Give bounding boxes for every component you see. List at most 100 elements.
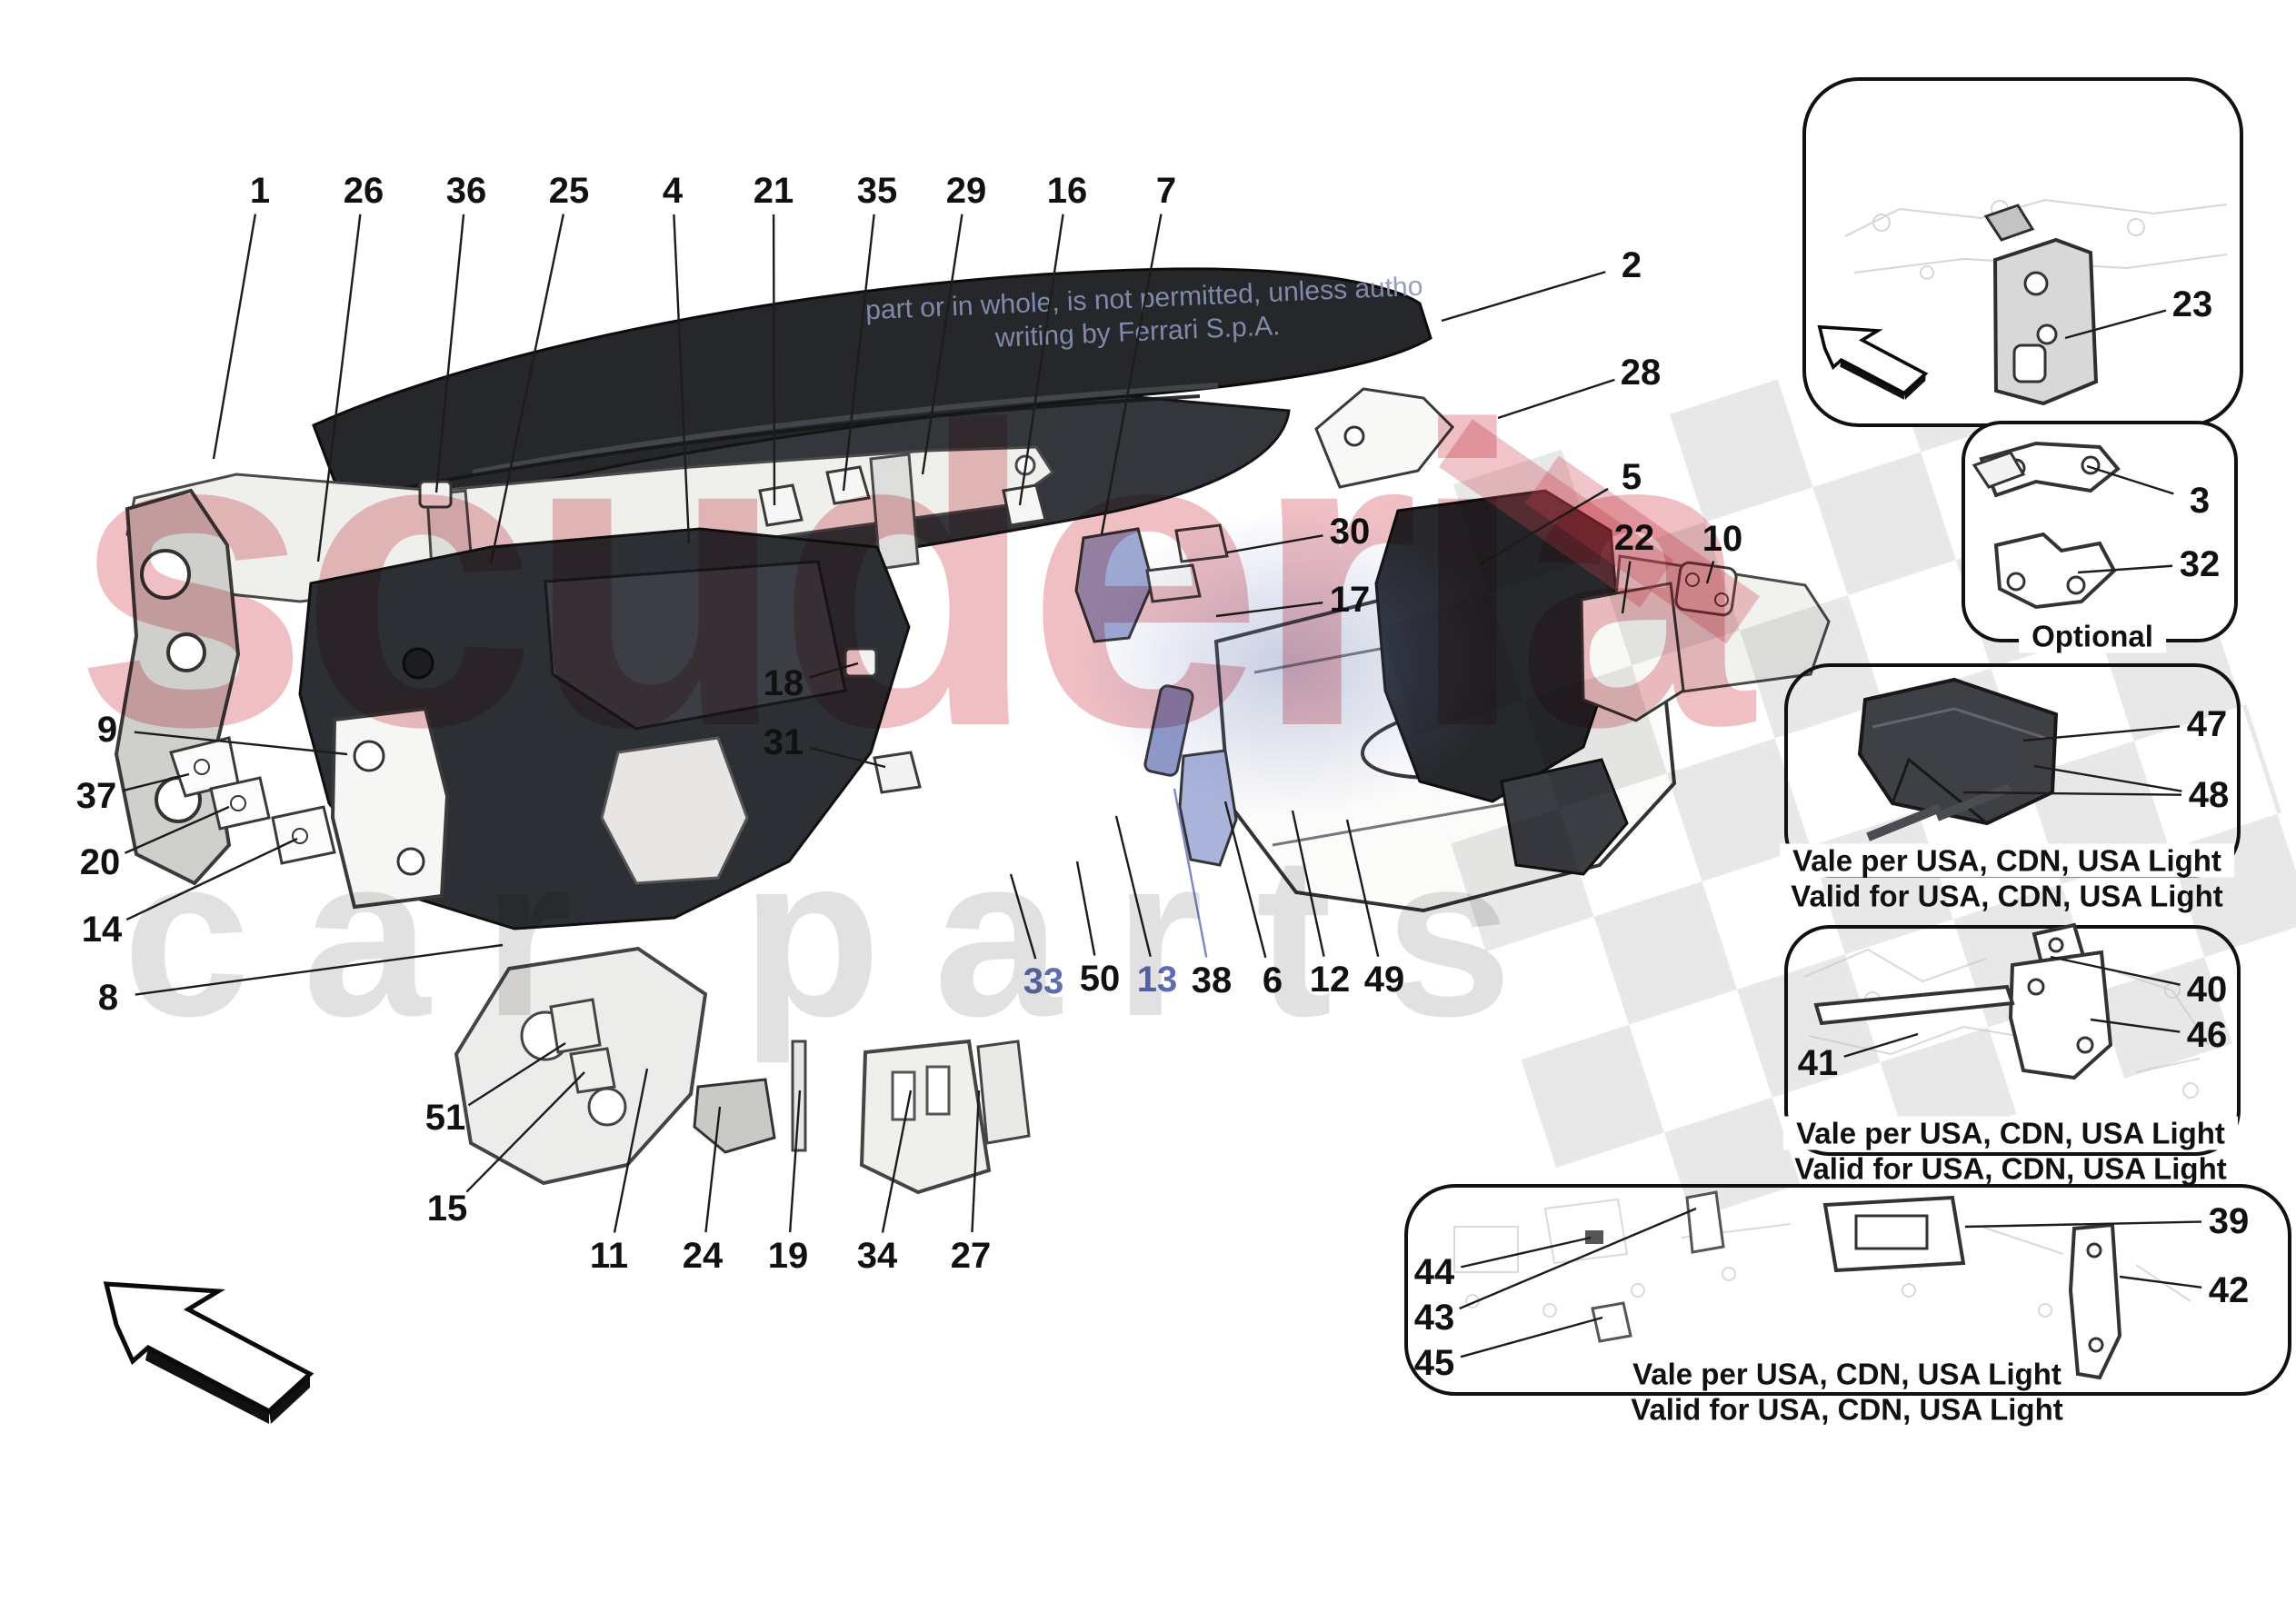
leader-line-40 xyxy=(2050,955,2181,986)
callout-36: 36 xyxy=(445,171,487,211)
leader-line-32 xyxy=(2077,564,2173,574)
leader-line-19 xyxy=(788,1090,802,1233)
part-43 xyxy=(1685,1190,1725,1254)
callout-34: 34 xyxy=(856,1236,898,1276)
leader-line-17 xyxy=(1215,601,1323,618)
leader-line-26 xyxy=(316,214,362,562)
leader-line-38 xyxy=(1173,788,1208,958)
callout-4: 4 xyxy=(662,171,684,211)
inset-box-usa-3 xyxy=(1404,1184,2291,1396)
callout-49: 49 xyxy=(1363,960,1405,1000)
leader-line-27 xyxy=(971,1090,981,1233)
callout-1: 1 xyxy=(249,171,271,211)
callout-43: 43 xyxy=(1413,1298,1455,1338)
leader-line-50 xyxy=(1075,861,1096,956)
callout-14: 14 xyxy=(81,910,123,950)
leader-line-31 xyxy=(809,746,886,769)
leader-line-47 xyxy=(2022,725,2181,742)
leader-line-14 xyxy=(125,837,298,921)
leader-line-44 xyxy=(1461,1236,1592,1269)
callout-28: 28 xyxy=(1620,353,1662,393)
callout-19: 19 xyxy=(767,1236,809,1276)
callout-47: 47 xyxy=(2186,704,2228,744)
callout-39: 39 xyxy=(2208,1201,2250,1241)
callout-11: 11 xyxy=(589,1236,629,1276)
inset-caption-1: Vale per USA, CDN, USA Light xyxy=(1780,843,2234,878)
leader-line-39 xyxy=(1964,1220,2202,1229)
inset-caption-4: Valid for USA, CDN, USA Light xyxy=(1794,1151,2227,1186)
callout-46: 46 xyxy=(2186,1015,2228,1055)
callout-5: 5 xyxy=(1621,457,1642,497)
leader-line-1 xyxy=(212,214,257,460)
leader-line-24 xyxy=(704,1106,722,1233)
callout-17: 17 xyxy=(1329,580,1371,620)
callout-18: 18 xyxy=(763,663,804,703)
leader-line-42 xyxy=(2119,1275,2202,1289)
leader-line-35 xyxy=(842,214,875,492)
leader-line-28 xyxy=(1497,378,1615,420)
callout-45: 45 xyxy=(1413,1343,1455,1383)
leader-line-46 xyxy=(2090,1018,2181,1033)
callout-13: 13 xyxy=(1136,960,1178,1000)
leader-line-30 xyxy=(1226,534,1323,554)
part-42 xyxy=(2068,1222,2122,1380)
callout-37: 37 xyxy=(75,776,117,816)
callout-30: 30 xyxy=(1329,512,1371,552)
inset-caption-3: Vale per USA, CDN, USA Light xyxy=(1783,1116,2238,1150)
leader-line-43 xyxy=(1459,1207,1697,1310)
callout-20: 20 xyxy=(79,842,121,882)
callout-22: 22 xyxy=(1613,518,1655,558)
inset-caption-6: Valid for USA, CDN, USA Light xyxy=(1631,1392,2063,1427)
leader-line-4 xyxy=(673,214,691,544)
leader-line-22 xyxy=(1621,561,1632,614)
callout-26: 26 xyxy=(343,171,384,211)
part-48 xyxy=(1866,803,1942,841)
inset-caption-0: Optional xyxy=(2019,619,2166,653)
leader-line-45 xyxy=(1460,1316,1603,1358)
callout-16: 16 xyxy=(1046,171,1088,211)
direction-arrow xyxy=(103,1281,314,1424)
leader-line-48 xyxy=(2033,764,2182,792)
callout-42: 42 xyxy=(2208,1270,2250,1310)
leader-line-10 xyxy=(1705,561,1715,584)
leader-line-12 xyxy=(1291,810,1325,957)
callout-8: 8 xyxy=(97,978,119,1018)
callout-33: 33 xyxy=(1023,961,1064,1001)
callout-40: 40 xyxy=(2186,970,2228,1010)
callout-7: 7 xyxy=(1155,171,1177,211)
callout-24: 24 xyxy=(682,1236,724,1276)
callout-10: 10 xyxy=(1702,519,1743,559)
callout-32: 32 xyxy=(2179,544,2221,584)
callout-38: 38 xyxy=(1191,960,1233,1000)
leader-line-2 xyxy=(1441,271,1606,323)
blue-tint-watermark xyxy=(1073,509,1509,818)
leader-line-41 xyxy=(1843,1032,1919,1058)
leader-line-6 xyxy=(1223,801,1267,959)
callout-50: 50 xyxy=(1079,959,1121,999)
callout-51: 51 xyxy=(424,1098,466,1138)
inset-caption-5: Vale per USA, CDN, USA Light xyxy=(1620,1357,2074,1391)
leader-line-3 xyxy=(2086,464,2174,495)
leader-line-15 xyxy=(465,1071,585,1193)
leader-line-48 xyxy=(1962,791,2182,796)
callout-3: 3 xyxy=(2189,481,2211,521)
callout-41: 41 xyxy=(1797,1043,1839,1083)
inset-caption-2: Valid for USA, CDN, USA Light xyxy=(1791,879,2223,913)
inset-box-usa-2 xyxy=(1784,925,2241,1156)
leader-line-7 xyxy=(1100,214,1163,535)
leader-line-37 xyxy=(122,772,190,792)
callout-15: 15 xyxy=(426,1189,468,1229)
leader-line-25 xyxy=(489,214,565,564)
leader-line-8 xyxy=(135,943,504,996)
inset-direction-arrow xyxy=(1817,324,1929,400)
leader-line-33 xyxy=(1009,873,1037,960)
part-41 xyxy=(1813,984,2015,1026)
callout-9: 9 xyxy=(96,710,118,750)
callout-35: 35 xyxy=(856,171,898,211)
leader-line-20 xyxy=(125,805,230,854)
callout-27: 27 xyxy=(950,1236,992,1276)
callout-25: 25 xyxy=(548,171,590,211)
